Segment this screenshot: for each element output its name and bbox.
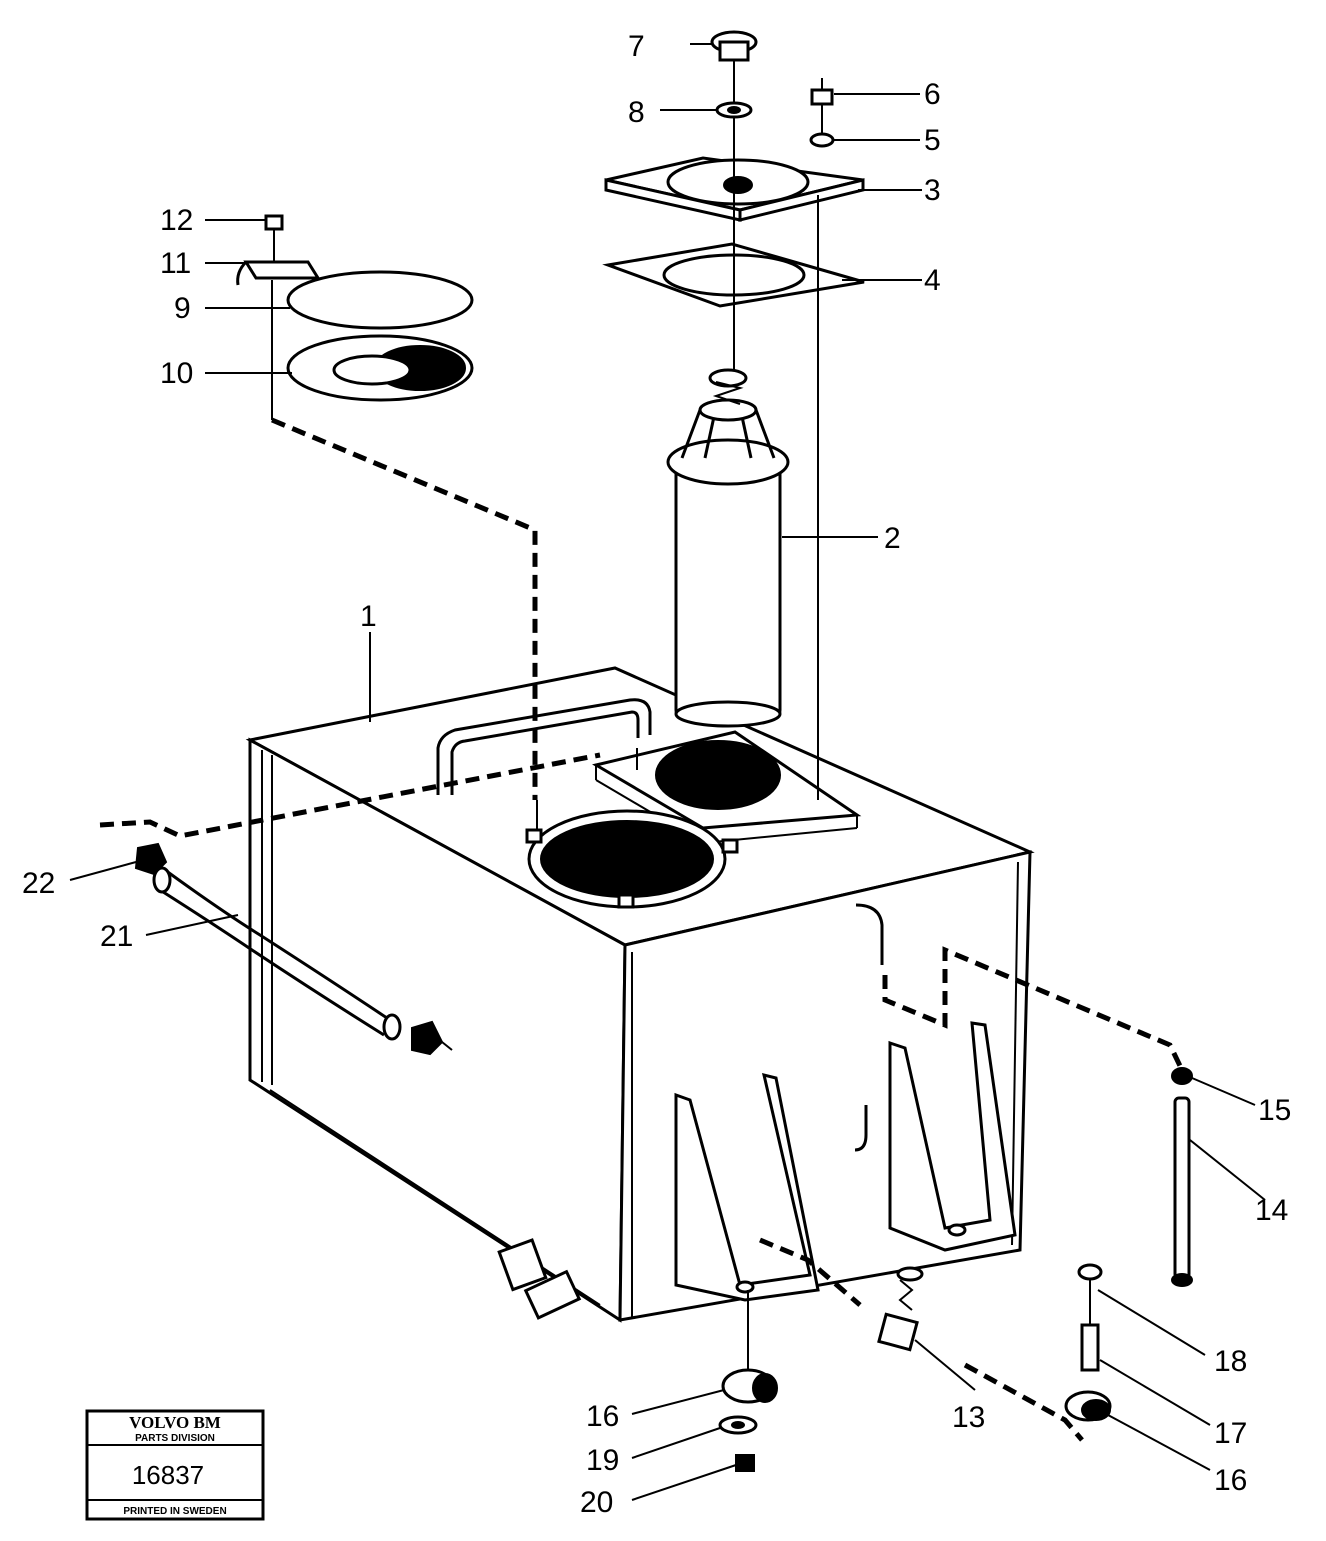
callout-1: 1	[360, 600, 377, 633]
breather-cover-assembly	[236, 214, 538, 800]
callout-15: 15	[1258, 1094, 1291, 1127]
callout-13: 13	[952, 1401, 985, 1434]
callout-9: 9	[174, 292, 191, 325]
callout-7: 7	[628, 30, 645, 63]
callout-21: 21	[100, 920, 133, 953]
filter-cover-assembly	[602, 30, 865, 800]
volvo-bm-stamp: VOLVO BM PARTS DIVISION 16837 PRINTED IN…	[85, 1409, 265, 1521]
stamp-number: 16837	[132, 1460, 204, 1490]
callout-10: 10	[160, 357, 193, 390]
callout-16-right: 16	[1214, 1464, 1247, 1497]
leader-lines	[69, 43, 1266, 1501]
callout-labels: 1 2 3 4 5 6 7 8 9 10 11 12 13 14 15 16 1…	[22, 30, 1291, 1519]
callout-16-bottom: 16	[586, 1400, 619, 1433]
callout-4: 4	[924, 264, 941, 297]
stamp-division: PARTS DIVISION	[135, 1433, 215, 1444]
hydraulic-tank	[245, 666, 1035, 1323]
callout-14: 14	[1255, 1194, 1288, 1227]
callout-18: 18	[1214, 1345, 1247, 1378]
callout-19: 19	[586, 1444, 619, 1477]
callout-8: 8	[628, 96, 645, 129]
callout-12: 12	[160, 204, 193, 237]
callout-17: 17	[1214, 1417, 1247, 1450]
stamp-brand: VOLVO BM	[129, 1413, 221, 1432]
callout-3: 3	[924, 174, 941, 207]
callout-5: 5	[924, 124, 941, 157]
filter-element	[666, 368, 790, 728]
hose-assembly	[99, 752, 601, 1056]
callout-2: 2	[884, 522, 901, 555]
callout-20: 20	[580, 1486, 613, 1519]
lower-fittings	[718, 946, 1193, 1472]
callout-22: 22	[22, 867, 55, 900]
callout-6: 6	[924, 78, 941, 111]
stamp-printed: PRINTED IN SWEDEN	[123, 1506, 226, 1517]
callout-11: 11	[160, 247, 191, 280]
